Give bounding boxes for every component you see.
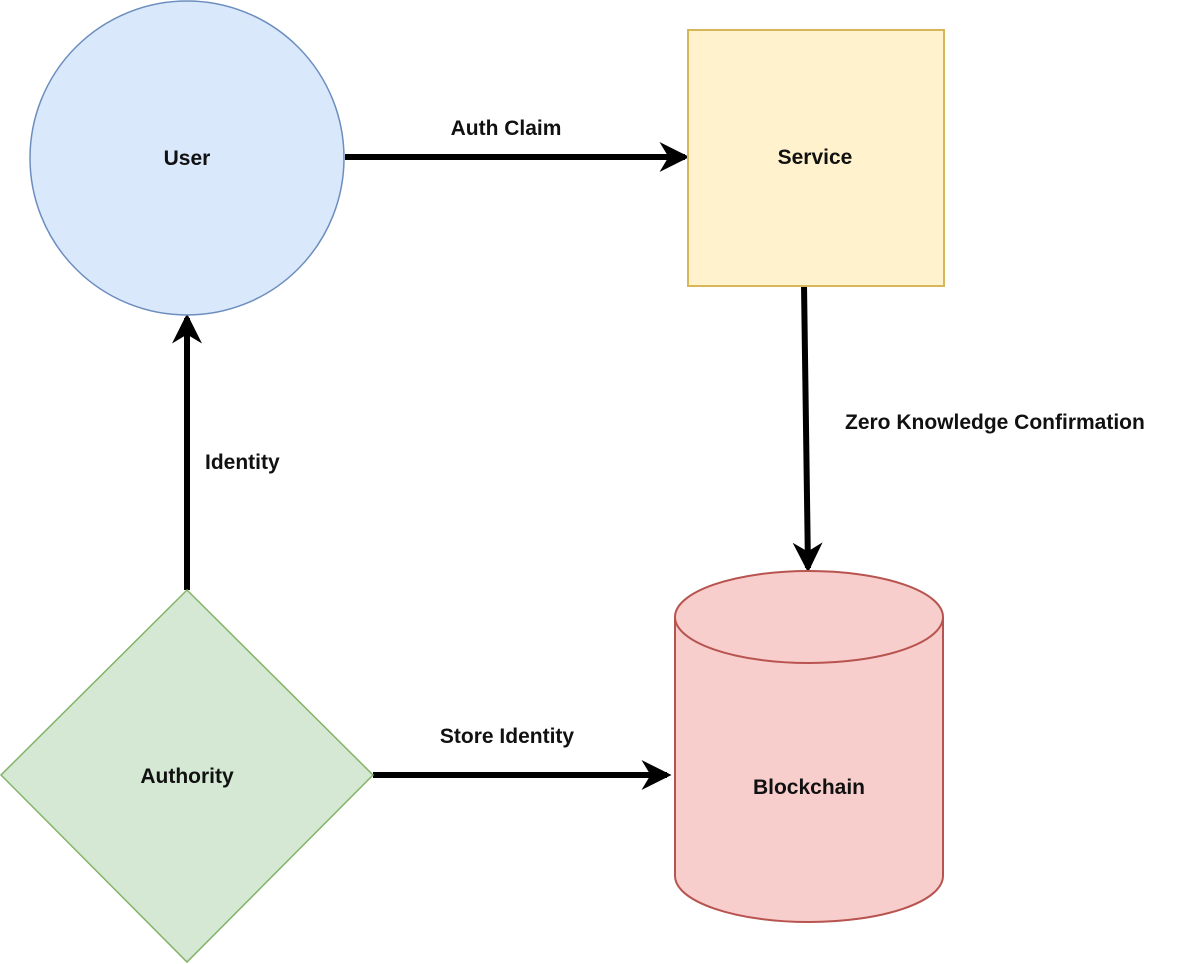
service-box [687, 29, 945, 287]
blockchain-node: Blockchain [674, 570, 944, 923]
identity-label: Identity [205, 451, 280, 474]
edge-zero-knowledge-confirmation: Zero Knowledge Confirmation [792, 284, 1145, 573]
authority-node: Authority [0, 588, 375, 964]
blockchain-cylinder-body [674, 570, 944, 923]
edge-store-identity: Store Identity [373, 725, 672, 790]
blockchain-cylinder-top-rim [674, 616, 944, 664]
auth-claim-label: Auth Claim [451, 117, 562, 140]
service-label: Service [778, 146, 853, 169]
store-identity-label: Store Identity [440, 725, 575, 748]
authority-diamond [0, 588, 375, 964]
user-circle [29, 0, 345, 316]
service-node: Service [687, 29, 945, 287]
edge-identity: Identity [172, 313, 280, 590]
zero-knowledge-label: Zero Knowledge Confirmation [845, 411, 1145, 434]
user-label: User [164, 147, 211, 170]
user-node: User [29, 0, 345, 316]
authority-label: Authority [140, 765, 234, 788]
zero-knowledge-arrow [792, 284, 823, 573]
blockchain-label: Blockchain [753, 776, 865, 799]
edge-auth-claim: Auth Claim [345, 117, 690, 172]
